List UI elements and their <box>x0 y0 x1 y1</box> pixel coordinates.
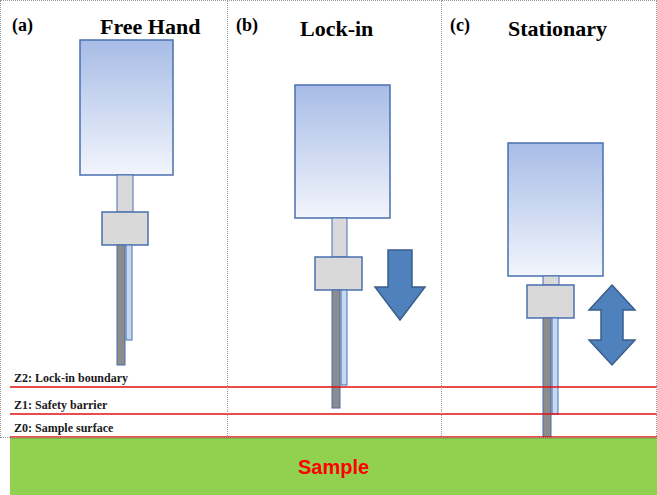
mode-panel: (c) Stationary <box>441 0 657 438</box>
sample-label: Sample <box>298 456 369 479</box>
panel-letter: (b) <box>236 15 258 36</box>
panel-title: Stationary <box>508 16 607 41</box>
probe-lock-in <box>295 85 425 408</box>
mode-panel: (b) Lock-in <box>227 0 442 438</box>
boundary-label: Z2: Lock-in boundary <box>12 372 130 385</box>
boundary-label: Z0: Sample surface <box>12 422 115 435</box>
panel-letter: (c) <box>450 15 470 36</box>
panel-title: Lock-in <box>300 16 373 41</box>
down-arrow <box>375 250 425 320</box>
safety-barrier-line <box>10 413 657 415</box>
probe-free-hand <box>80 40 173 365</box>
sample-band: Sample <box>10 438 657 495</box>
lock-in-boundary-line <box>10 386 657 388</box>
probe-stationary <box>508 143 635 437</box>
boundary-label: Z1: Safety barrier <box>12 399 109 412</box>
up-down-arrow <box>589 285 635 365</box>
panel-title: Free Hand <box>100 14 200 39</box>
panel-letter: (a) <box>12 15 33 36</box>
